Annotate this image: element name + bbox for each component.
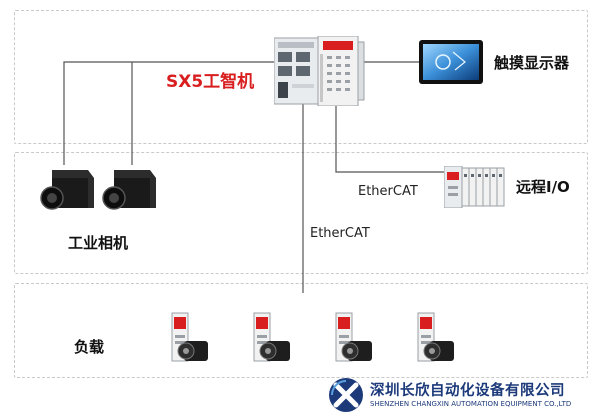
- camera-label: 工业相机: [68, 234, 129, 252]
- sensing-zone: [14, 152, 588, 274]
- touchscreen-icon: [419, 40, 483, 84]
- company-logo-icon: [329, 378, 363, 412]
- touch-display: [419, 40, 483, 84]
- servo-drive-2: [248, 311, 294, 363]
- camera-icon: [102, 170, 156, 210]
- remote-io-label: 远程I/O: [516, 178, 570, 196]
- company-name-en: SHENZHEN CHANGXIN AUTOMATION EQUIPMENT C…: [370, 400, 572, 408]
- company-logo: [326, 376, 366, 414]
- ethercat-io-line: [335, 102, 450, 173]
- servo-motor-icon: [335, 312, 372, 362]
- camera-icon: [40, 170, 94, 210]
- controller-label: SX5工智机: [166, 72, 255, 92]
- load-label: 负载: [74, 338, 105, 356]
- company-name-cn: 深圳长欣自动化设备有限公司: [370, 383, 565, 399]
- servo-motor-icon: [417, 312, 454, 362]
- servo-drive-3: [330, 311, 376, 363]
- controller-zone: [14, 10, 588, 144]
- controller-icon: [273, 35, 365, 107]
- servo-motor-icon: [171, 312, 208, 362]
- sx5-controller: [273, 35, 366, 107]
- display-label: 触摸显示器: [494, 54, 570, 72]
- remote-io-module: [443, 165, 506, 209]
- remote-io-icon: [443, 165, 505, 209]
- camera-1: [38, 168, 94, 216]
- servo-drive-4: [412, 311, 458, 363]
- servo-drive-1: [166, 311, 212, 363]
- servo-motor-icon: [253, 312, 290, 362]
- ethercat-load-label: EtherCAT: [310, 226, 370, 241]
- camera-2: [100, 168, 156, 216]
- camera-bus-line: [63, 61, 284, 165]
- ethercat-io-label: EtherCAT: [358, 184, 418, 199]
- load-zone: [14, 283, 588, 378]
